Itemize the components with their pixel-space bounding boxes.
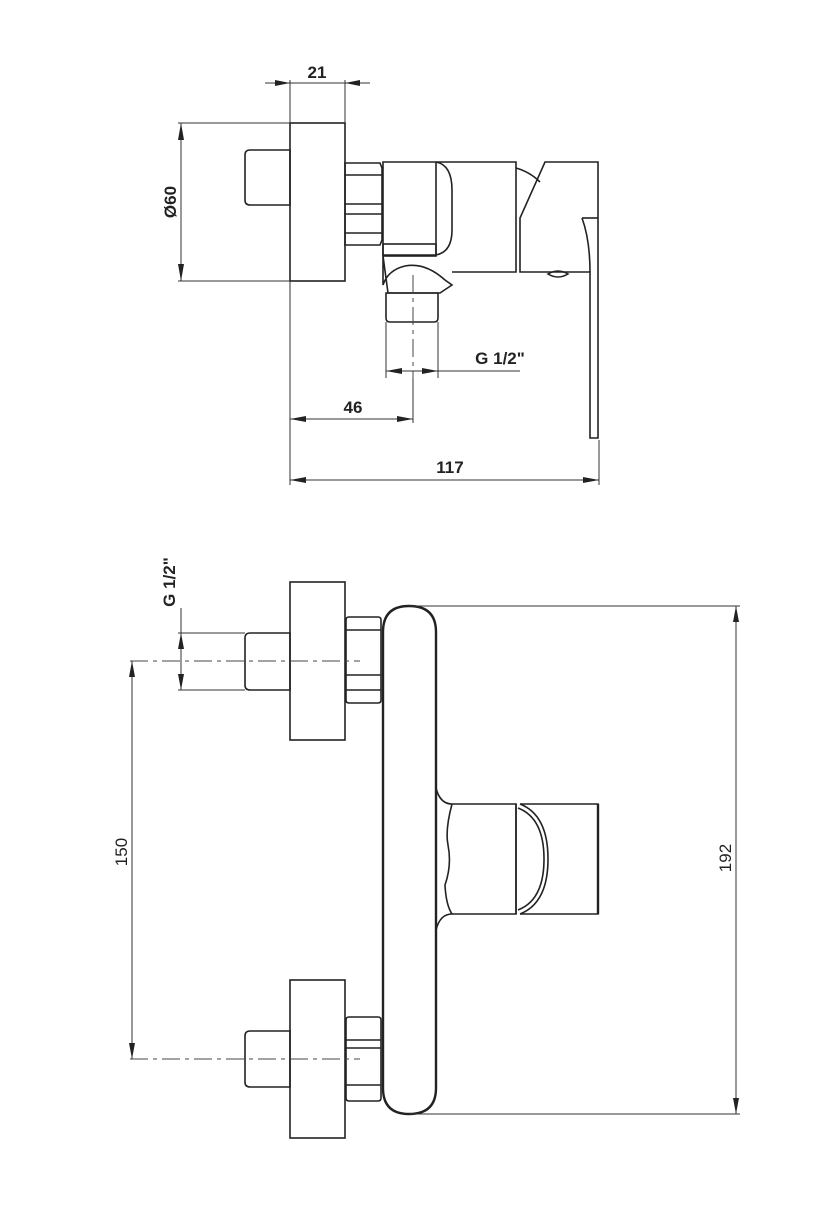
lever-knob: [519, 803, 549, 915]
valve-body: [382, 161, 453, 256]
mixer-body: [381, 604, 438, 1116]
dim-inlet-spacing: 150: [112, 838, 131, 866]
dim-total-depth: 117: [436, 458, 463, 477]
top-hex-nut: [345, 616, 382, 704]
outlet-thread: [385, 292, 439, 323]
side-view: 21 Ø60 G 1/2" 46 117: [161, 63, 600, 485]
bottom-hex-nut: [345, 1016, 382, 1102]
outlet-elbow: [382, 255, 454, 294]
inlet-stub: [244, 149, 291, 206]
dim-outlet-offset: 46: [344, 398, 363, 417]
front-view: G 1/2" 150 192: [112, 557, 740, 1139]
lever-handle: [519, 161, 599, 439]
flange: [289, 122, 346, 282]
dim-inlet-thread: G 1/2": [160, 557, 179, 607]
dim-body-height: 192: [716, 844, 735, 872]
dim-flange-diameter: Ø60: [161, 186, 180, 218]
hex-nut: [344, 162, 383, 246]
top-inlet-stub: [244, 632, 291, 691]
dim-flange-depth: 21: [308, 63, 327, 82]
cartridge-housing: [436, 161, 517, 273]
bottom-inlet-stub: [244, 1030, 291, 1088]
dim-outlet-thread: G 1/2": [475, 349, 525, 368]
cartridge: [435, 787, 517, 931]
